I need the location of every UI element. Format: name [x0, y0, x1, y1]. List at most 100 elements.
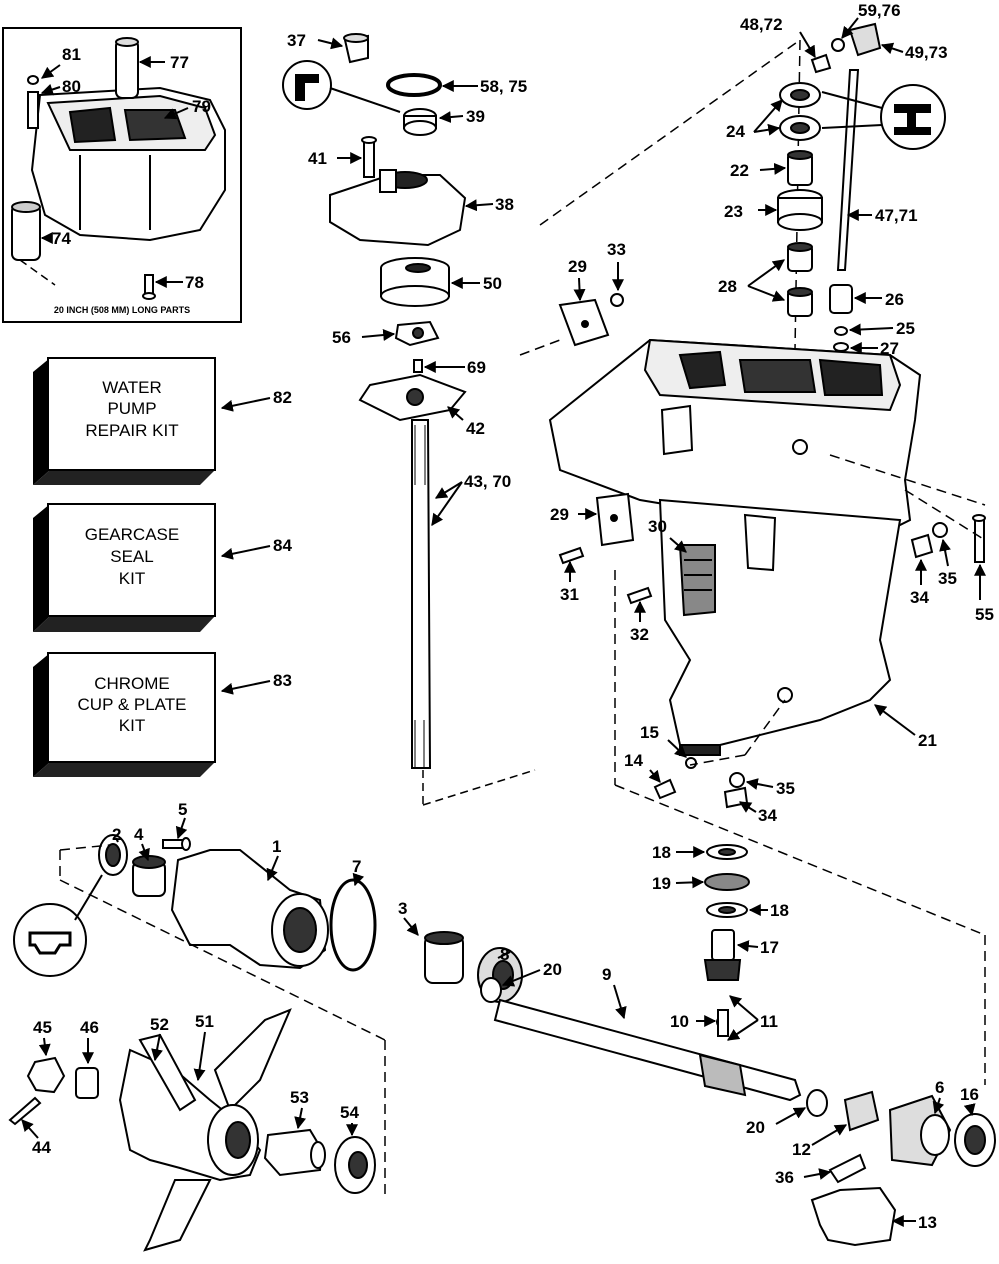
callout-80: 80 [62, 77, 81, 96]
callout-48-72: 48,72 [740, 15, 783, 34]
callout-43-70: 43, 70 [464, 472, 511, 491]
callout-79: 79 [192, 97, 211, 116]
exhaust-housing-extension-illustration [30, 86, 226, 242]
callout-23: 23 [724, 202, 743, 221]
anode-plate-29-lower [595, 492, 635, 547]
callout-28: 28 [718, 277, 737, 296]
inset-caption: 20 INCH (508 MM) LONG PARTS [54, 305, 190, 315]
callout-25: 25 [896, 319, 915, 338]
callout-7: 7 [352, 857, 361, 876]
callout-34-lower: 34 [758, 806, 777, 825]
callout-12: 12 [792, 1140, 811, 1159]
callout-22: 22 [730, 161, 749, 180]
callout-6: 6 [935, 1078, 944, 1097]
sleeve-part-74 [11, 201, 41, 261]
callout-69: 69 [467, 358, 486, 377]
callout-78: 78 [185, 273, 204, 292]
callout-4: 4 [134, 825, 144, 844]
tube-part-77 [115, 37, 139, 99]
callout-19: 19 [652, 874, 671, 893]
callout-50: 50 [483, 274, 502, 293]
kit-water-pump-repair: WATER PUMP REPAIR KIT 82 [33, 357, 292, 485]
callout-34-upper: 34 [910, 588, 929, 607]
callout-17: 17 [760, 938, 779, 957]
kit-chrome-cup-plate: CHROME CUP & PLATE KIT 83 [33, 652, 292, 777]
callout-18-lower: 18 [770, 901, 789, 920]
kit-label-line-2: CUP & PLATE [78, 695, 187, 714]
callout-47-71: 47,71 [875, 206, 918, 225]
callout-21: 21 [918, 731, 937, 750]
callout-36: 36 [775, 1168, 794, 1187]
callout-39: 39 [466, 107, 485, 126]
gearcase-small-parts [558, 293, 986, 809]
callout-20-upper: 20 [543, 960, 562, 979]
callout-10: 10 [670, 1012, 689, 1031]
kit-label-line-3: REPAIR KIT [85, 421, 178, 440]
callout-11: 11 [760, 1012, 778, 1031]
kit-gearcase-seal: GEARCASE SEAL KIT 84 [33, 503, 292, 632]
callout-31: 31 [560, 585, 579, 604]
callout-24: 24 [726, 122, 745, 141]
anode-plate-29-upper [558, 298, 610, 347]
callout-49-73: 49,73 [905, 43, 948, 62]
inset-long-parts: 81 80 77 79 74 78 20 INCH (508 MM) LONG … [2, 27, 242, 323]
callout-51: 51 [195, 1012, 214, 1031]
callout-45: 45 [33, 1018, 52, 1037]
callout-77: 77 [170, 53, 189, 72]
callout-56: 56 [332, 328, 351, 347]
callout-5: 5 [178, 800, 187, 819]
callout-1: 1 [272, 837, 281, 856]
callout-37: 37 [287, 31, 306, 50]
propeller-assembly [8, 1008, 376, 1252]
bearing-housing-assembly [13, 834, 802, 1102]
pin-part-80 [27, 75, 39, 129]
callout-59-76: 59,76 [858, 1, 901, 20]
callout-35-lower: 35 [776, 779, 795, 798]
callout-29-upper: 29 [568, 257, 587, 276]
kit-label-line-3: KIT [119, 716, 145, 735]
callout-9: 9 [602, 965, 611, 984]
bearing-stack [777, 22, 946, 352]
callout-41: 41 [308, 149, 327, 168]
callout-42: 42 [466, 419, 485, 438]
callout-20-lower: 20 [746, 1118, 765, 1137]
callout-33: 33 [607, 240, 626, 259]
kit-label-line-1: CHROME [94, 674, 170, 693]
callout-58-75: 58, 75 [480, 77, 527, 96]
callout-74: 74 [52, 229, 71, 248]
trim-tab-anode-30 [678, 544, 716, 617]
callout-35-upper: 35 [938, 569, 957, 588]
prop-shaft-guide-lines [59, 844, 386, 1195]
callout-38: 38 [495, 195, 514, 214]
callout-15: 15 [640, 723, 659, 742]
kit-label-line-2: SEAL [110, 547, 153, 566]
callout-84: 84 [273, 536, 292, 555]
callout-3: 3 [398, 899, 407, 918]
kit-label-line-3: KIT [119, 569, 145, 588]
callout-52: 52 [150, 1015, 169, 1034]
callout-18-upper: 18 [652, 843, 671, 862]
callout-13: 13 [918, 1213, 937, 1232]
callout-26: 26 [885, 290, 904, 309]
callout-82: 82 [273, 388, 292, 407]
callout-2: 2 [112, 825, 121, 844]
gearcase-housing [548, 338, 922, 756]
callout-55: 55 [975, 605, 994, 624]
kit-label-line-2: PUMP [107, 399, 156, 418]
callout-53: 53 [290, 1088, 309, 1107]
callout-81: 81 [62, 45, 81, 64]
shift-components [703, 844, 996, 1247]
callout-14: 14 [624, 751, 643, 770]
water-pump-stack [282, 33, 467, 769]
kit-label-line-1: GEARCASE [85, 525, 179, 544]
callout-27: 27 [880, 339, 899, 358]
kit-label-line-1: WATER [102, 378, 162, 397]
callout-46: 46 [80, 1018, 99, 1037]
callout-32: 32 [630, 625, 649, 644]
callout-83: 83 [273, 671, 292, 690]
callout-44: 44 [32, 1138, 51, 1157]
callout-16: 16 [960, 1085, 979, 1104]
callout-29-lower: 29 [550, 505, 569, 524]
screw-part-78 [142, 274, 156, 300]
